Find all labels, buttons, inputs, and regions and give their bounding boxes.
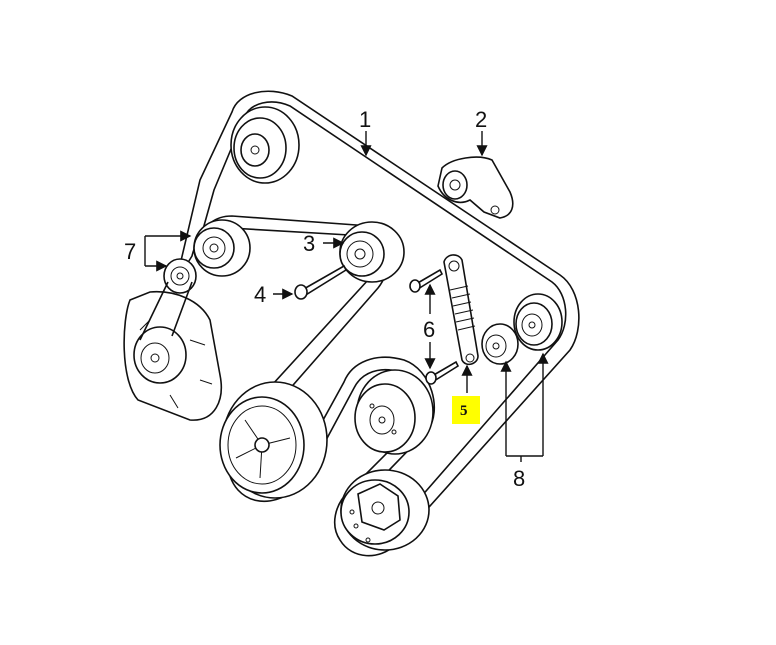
pulley-7-lower (163, 258, 197, 294)
bracket-2 (437, 156, 514, 219)
ac-compressor-pulley (340, 469, 430, 551)
bolt-4 (294, 264, 348, 300)
idler-pulley-8-small (481, 323, 519, 365)
power-steering-pulley (354, 369, 434, 455)
bolt-6-lower (425, 360, 460, 385)
callout-5: 5 (460, 403, 468, 419)
idler-pulley-8-large (513, 293, 563, 351)
callout-4: 4 (254, 282, 266, 307)
crankshaft-pulley (219, 381, 328, 499)
callout-7: 7 (124, 239, 136, 264)
callout-2: 2 (475, 107, 487, 132)
bolt-6-upper (409, 268, 444, 293)
callout-8: 8 (513, 466, 525, 491)
pulley-7-upper (193, 219, 251, 277)
top-idler-pulley (230, 106, 300, 184)
callout-5-highlight (452, 396, 480, 424)
idler-pulley-3 (339, 221, 405, 283)
callout-1: 1 (359, 107, 371, 132)
callout-6: 6 (423, 317, 435, 342)
callout-leaders (144, 131, 549, 462)
tensioner-5 (443, 254, 479, 366)
callout-3: 3 (303, 231, 315, 256)
water-pump (123, 281, 222, 421)
